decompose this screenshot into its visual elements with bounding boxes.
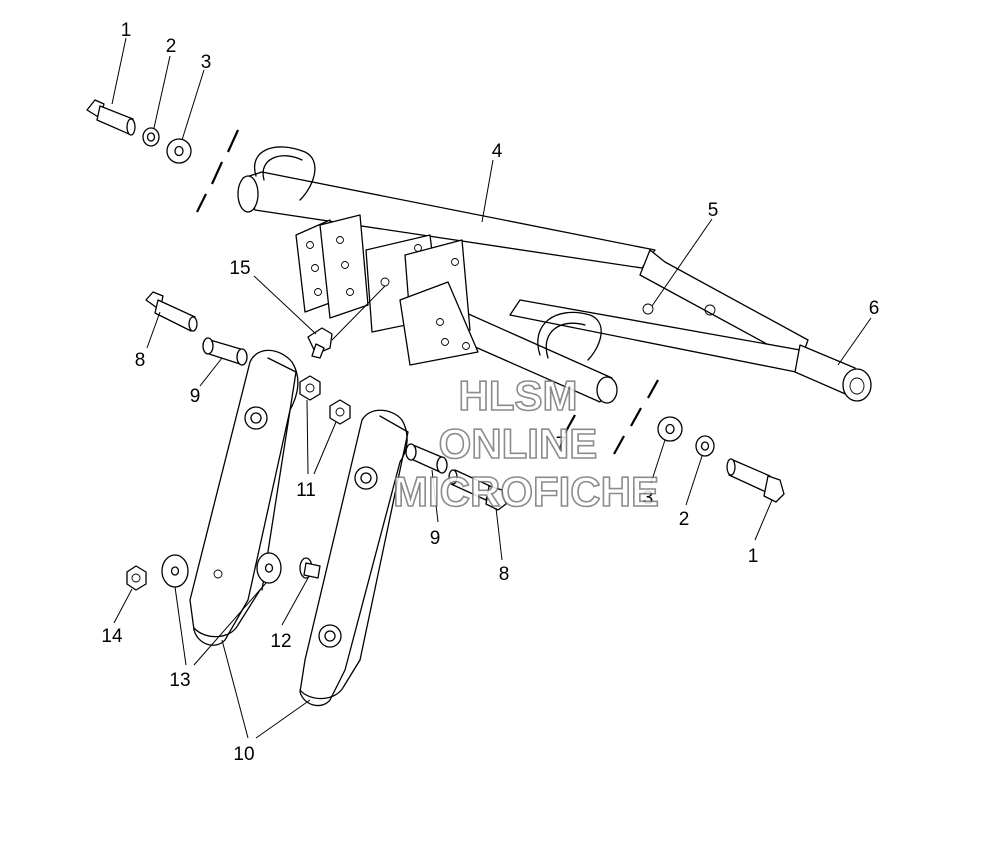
callout-10: 10	[233, 744, 254, 765]
clevis-pin-12	[299, 557, 321, 579]
callout-6: 6	[869, 298, 880, 319]
watermark-line-3: MICROFICHE	[393, 468, 659, 515]
callout-2-right: 2	[679, 509, 690, 530]
callout-7: 7	[556, 434, 567, 455]
bolt-8-center	[448, 469, 507, 511]
callout-8-center: 8	[499, 564, 510, 585]
callout-2-upper: 2	[166, 36, 177, 57]
grease-fitting-15	[307, 327, 333, 359]
watermark-line-2: ONLINE	[439, 420, 598, 467]
callout-12: 12	[270, 631, 291, 652]
bolt-1-right	[726, 458, 785, 503]
callout-3-upper: 3	[201, 52, 212, 73]
nut-11-b	[329, 399, 351, 425]
watermark-line-1: HLSM	[459, 372, 578, 419]
callout-11: 11	[296, 480, 316, 501]
callout-9-center: 9	[430, 528, 441, 549]
washer-13-b	[256, 552, 282, 584]
link-arm-10-left	[189, 349, 299, 646]
callout-9-left: 9	[190, 386, 201, 407]
washer-13-a	[161, 554, 189, 588]
callout-3-right: 3	[643, 488, 654, 509]
bolt-1-upper-left	[86, 99, 136, 136]
nut-14	[126, 565, 147, 591]
bushing-9-left	[202, 337, 248, 366]
callout-13: 13	[169, 670, 190, 691]
bolt-8-left	[145, 291, 198, 332]
washer-2-upper-left	[142, 127, 160, 147]
washer-3-upper-left	[166, 138, 192, 164]
washer-3-right	[657, 416, 683, 442]
washer-2-right	[695, 435, 715, 457]
callout-14: 14	[101, 626, 123, 647]
callout-4: 4	[492, 141, 503, 162]
bushing-9-center	[405, 443, 448, 474]
callout-1-right: 1	[748, 546, 759, 567]
callout-15: 15	[229, 258, 250, 279]
callout-8-left: 8	[135, 350, 146, 371]
nut-11-a	[299, 375, 321, 401]
watermark: HLSM ONLINE MICROFICHE	[392, 371, 660, 516]
link-arm-10-right	[299, 409, 409, 707]
callout-1-upper: 1	[121, 20, 132, 41]
axis-break-marks	[196, 129, 659, 455]
callout-5: 5	[708, 200, 719, 221]
leader-lines	[111, 37, 872, 739]
frame-assembly	[237, 146, 872, 404]
callout-labels: 1 2 3 4 5 6 7 15 8 9 11 9 8 3 2 1 14 13 …	[101, 20, 879, 765]
